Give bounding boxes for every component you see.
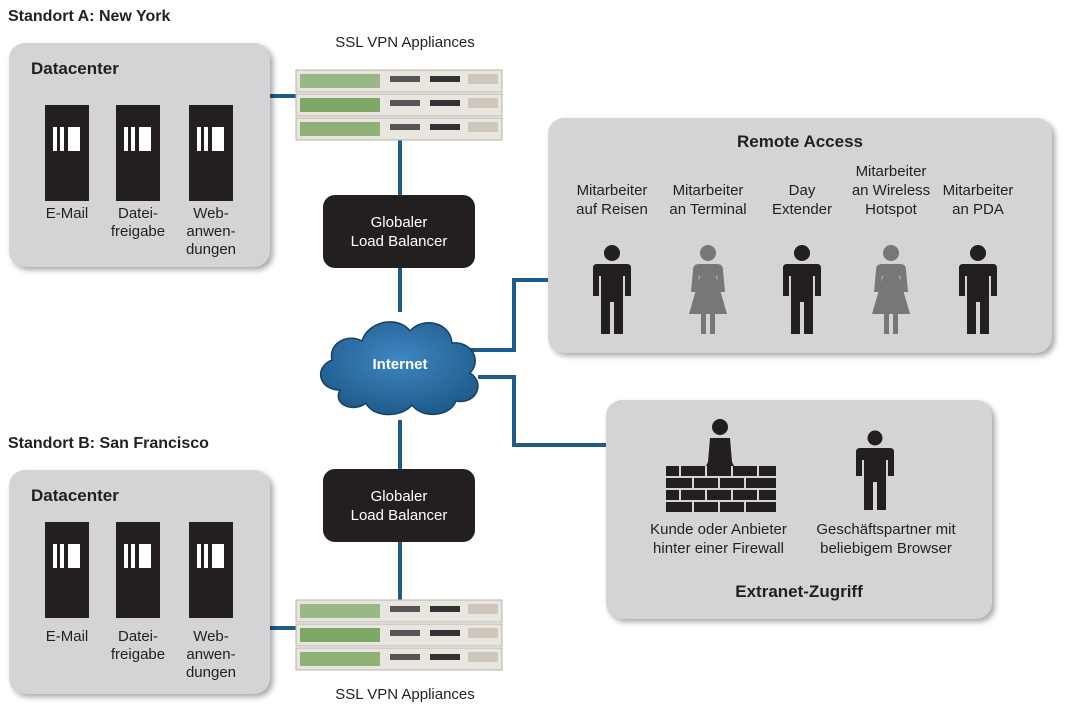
person-male-icon: [593, 245, 631, 334]
ssl-vpn-appliance-icon: [295, 599, 503, 671]
person-male-icon: [959, 245, 997, 334]
person-female-icon: [872, 245, 910, 334]
datacenter-b-title: Datacenter: [31, 486, 119, 505]
server-icon: [189, 105, 233, 201]
server-label-webapps: Web- anwen- dungen: [185, 628, 237, 681]
remote-user-label: Day Extender: [771, 182, 833, 218]
server-icon: [189, 522, 233, 618]
server-icon: [45, 105, 89, 201]
remote-access-panel: Remote Access Mitarbeiter auf Reisen Mita…: [548, 118, 1052, 353]
site-b-title: Standort B: San Francisco: [8, 435, 209, 452]
server-icon: [116, 105, 160, 201]
remote-user-label: Mitarbeiter an Wireless Hotspot: [851, 163, 931, 218]
appliances-a-label: SSL VPN Appliances: [335, 34, 475, 51]
remote-user-label: Mitarbeiter an Terminal: [669, 182, 747, 218]
extranet-user-label-browser: Geschäftspartner mit beliebigem Browser: [816, 521, 956, 557]
server-icon: [45, 522, 89, 618]
datacenter-b-panel: Datacenter E-Mail Datei- freigabe Web- a…: [9, 470, 270, 694]
server-label-webapps: Web- anwen- dungen: [185, 205, 237, 258]
server-label-fileshare: Datei- freigabe: [110, 205, 166, 240]
firewall-icon: [666, 466, 776, 512]
person-male-icon: [783, 245, 821, 334]
load-balancer-a: Globaler Load Balancer: [323, 195, 475, 268]
extranet-panel: Kunde oder Anbieter hinter einer Firewal…: [606, 400, 992, 619]
load-balancer-b-label: Globaler Load Balancer: [350, 487, 448, 524]
internet-cloud-icon: [319, 321, 479, 416]
remote-access-title: Remote Access: [737, 132, 863, 151]
datacenter-a-title: Datacenter: [31, 59, 119, 78]
server-label-email: E-Mail: [45, 628, 89, 645]
remote-user-label: Mitarbeiter auf Reisen: [576, 182, 648, 218]
extranet-title: Extranet-Zugriff: [735, 582, 863, 601]
server-icon: [116, 522, 160, 618]
server-label-fileshare: Datei- freigabe: [110, 628, 166, 663]
datacenter-a-panel: Datacenter E-Mail Datei- freigabe Web- a…: [9, 43, 270, 267]
link-internet-to-extranet: [478, 375, 608, 447]
internet-label: Internet: [372, 356, 428, 373]
site-a-title: Standort A: New York: [8, 8, 171, 25]
appliances-b-label: SSL VPN Appliances: [335, 686, 475, 703]
link-internet-to-remote-access: [468, 278, 548, 352]
remote-user-label: Mitarbeiter an PDA: [942, 182, 1014, 218]
load-balancer-b: Globaler Load Balancer: [323, 469, 475, 542]
server-label-email: E-Mail: [45, 205, 89, 222]
person-female-icon: [689, 245, 727, 334]
extranet-user-label-firewall: Kunde oder Anbieter hinter einer Firewal…: [650, 521, 787, 557]
person-male-icon: [856, 430, 894, 510]
ssl-vpn-appliance-icon: [295, 69, 503, 141]
load-balancer-a-label: Globaler Load Balancer: [350, 213, 448, 250]
